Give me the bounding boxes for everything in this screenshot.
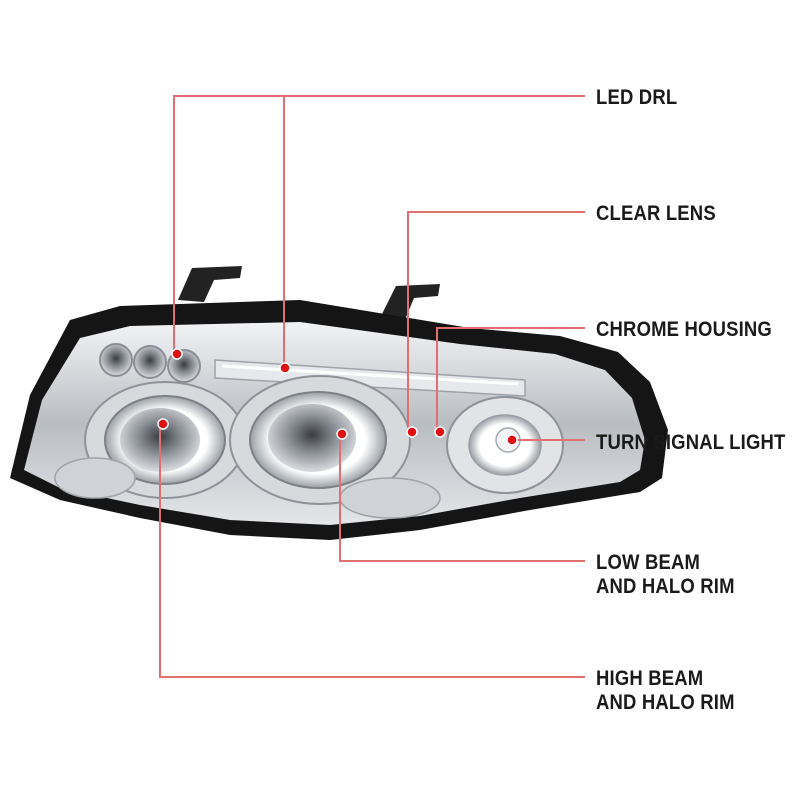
label-high-beam-line-2: AND HALO RIM: [596, 691, 735, 714]
turn-signal-reflector: [446, 396, 564, 494]
high-beam-projector: [84, 381, 246, 499]
low-beam-dot: [336, 428, 348, 440]
high-beam-dot: [157, 418, 169, 430]
clear-lens-callout-line: [407, 211, 585, 432]
mounting-tab-left: [178, 266, 242, 302]
lower-reflectors: [54, 457, 441, 519]
label-chrome-housing: CHROME HOUSING: [596, 318, 772, 342]
led-cups: [99, 343, 201, 383]
high-beam-callout-line: [159, 424, 585, 678]
led-drl-dot-2: [279, 362, 291, 374]
callout-lines: [159, 95, 585, 678]
low-beam-projector: [229, 375, 411, 505]
label-led-drl: LED DRL: [596, 86, 677, 110]
led-drl-dot-1: [171, 348, 183, 360]
led-drl-strip: [214, 359, 526, 397]
mounting-tab-right: [380, 284, 440, 322]
label-low-beam: LOW BEAM AND HALO RIM: [596, 551, 735, 599]
turn-signal-dot: [506, 434, 518, 446]
label-low-beam-line-1: LOW BEAM: [596, 551, 701, 574]
label-clear-lens: CLEAR LENS: [596, 202, 716, 226]
label-high-beam: HIGH BEAM AND HALO RIM: [596, 667, 735, 715]
label-turn-signal-light: TURN SIGNAL LIGHT: [596, 431, 786, 455]
low-beam-callout-line: [339, 434, 585, 562]
chrome-housing-callout-line: [436, 327, 585, 432]
callout-dots: [157, 348, 518, 446]
label-low-beam-line-2: AND HALO RIM: [596, 575, 735, 598]
label-chrome-housing-line-1: CHROME HOUSING: [596, 318, 772, 341]
label-turn-signal-light-line-1: TURN SIGNAL LIGHT: [596, 431, 786, 454]
label-led-drl-line-1: LED DRL: [596, 86, 678, 109]
chrome-housing-dot: [434, 426, 446, 438]
label-high-beam-line-1: HIGH BEAM: [596, 667, 704, 690]
led-drl-callout-line: [173, 95, 585, 354]
label-clear-lens-line-1: CLEAR LENS: [596, 202, 716, 225]
clear-lens-dot: [406, 426, 418, 438]
